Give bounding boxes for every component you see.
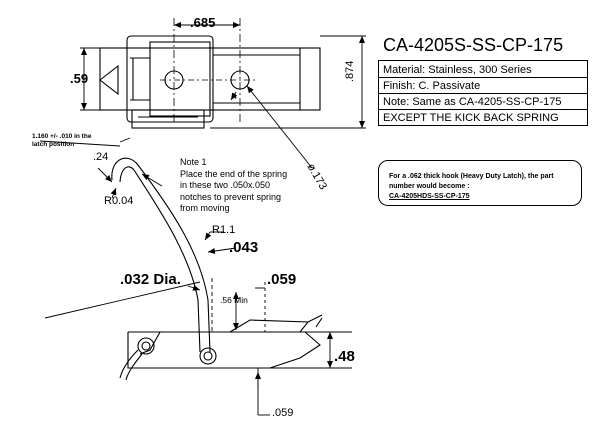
dim-wire-dia: .032 Dia. [120, 271, 181, 288]
spec-note: Note: Same as CA-4205-SS-CP-175 [383, 96, 562, 108]
kick-back-spring [111, 157, 211, 353]
dim-tip-radius: R0.04 [104, 195, 134, 207]
dim-latch-position-1: 1.160 +/- .010 in the [32, 133, 92, 140]
dim-top-small: 4 [232, 91, 237, 101]
hinge-pin-right [199, 347, 217, 365]
spec-exception: EXCEPT THE KICK BACK SPRING [383, 112, 559, 124]
dim-hook-thickness: .059 [267, 271, 297, 288]
hinge-pin-left [137, 337, 155, 355]
note-1-title: Note 1 [180, 157, 207, 167]
dim-base-thickness: .059 [272, 407, 294, 419]
heavy-duty-line-3: CA-4205HDS-SS-CP-175 [389, 193, 470, 200]
heavy-duty-note: For a .062 thick hook (Heavy Duty Latch)… [378, 160, 582, 206]
top-view [99, 18, 321, 129]
dim-min-gap: .56 Min [220, 295, 248, 305]
dim-spring-radius: R1.1 [212, 224, 236, 236]
part-number-title: CA-4205S-SS-CP-175 [383, 35, 564, 55]
spec-box: Material: Stainless, 300 Series Finish: … [378, 60, 588, 126]
dim-hook-tip: .24 [93, 151, 109, 163]
heavy-duty-line-1: For a .062 thick hook (Heavy Duty Latch)… [389, 173, 554, 180]
dim-latch-position-2: latch position [32, 141, 75, 148]
spec-finish: Finish: C. Passivate [383, 80, 481, 92]
spec-material: Material: Stainless, 300 Series [383, 64, 532, 76]
dim-top-height-right: .874 [344, 60, 356, 82]
dim-top-height-left: .59 [70, 71, 89, 86]
dim-top-width: .685 [190, 15, 216, 30]
heavy-duty-line-2: number would become : [389, 183, 470, 190]
dim-spring-thickness: .043 [229, 239, 259, 256]
note-1: Note 1 Place the end of the spring in th… [180, 157, 288, 213]
dim-base-height: .48 [334, 348, 355, 365]
